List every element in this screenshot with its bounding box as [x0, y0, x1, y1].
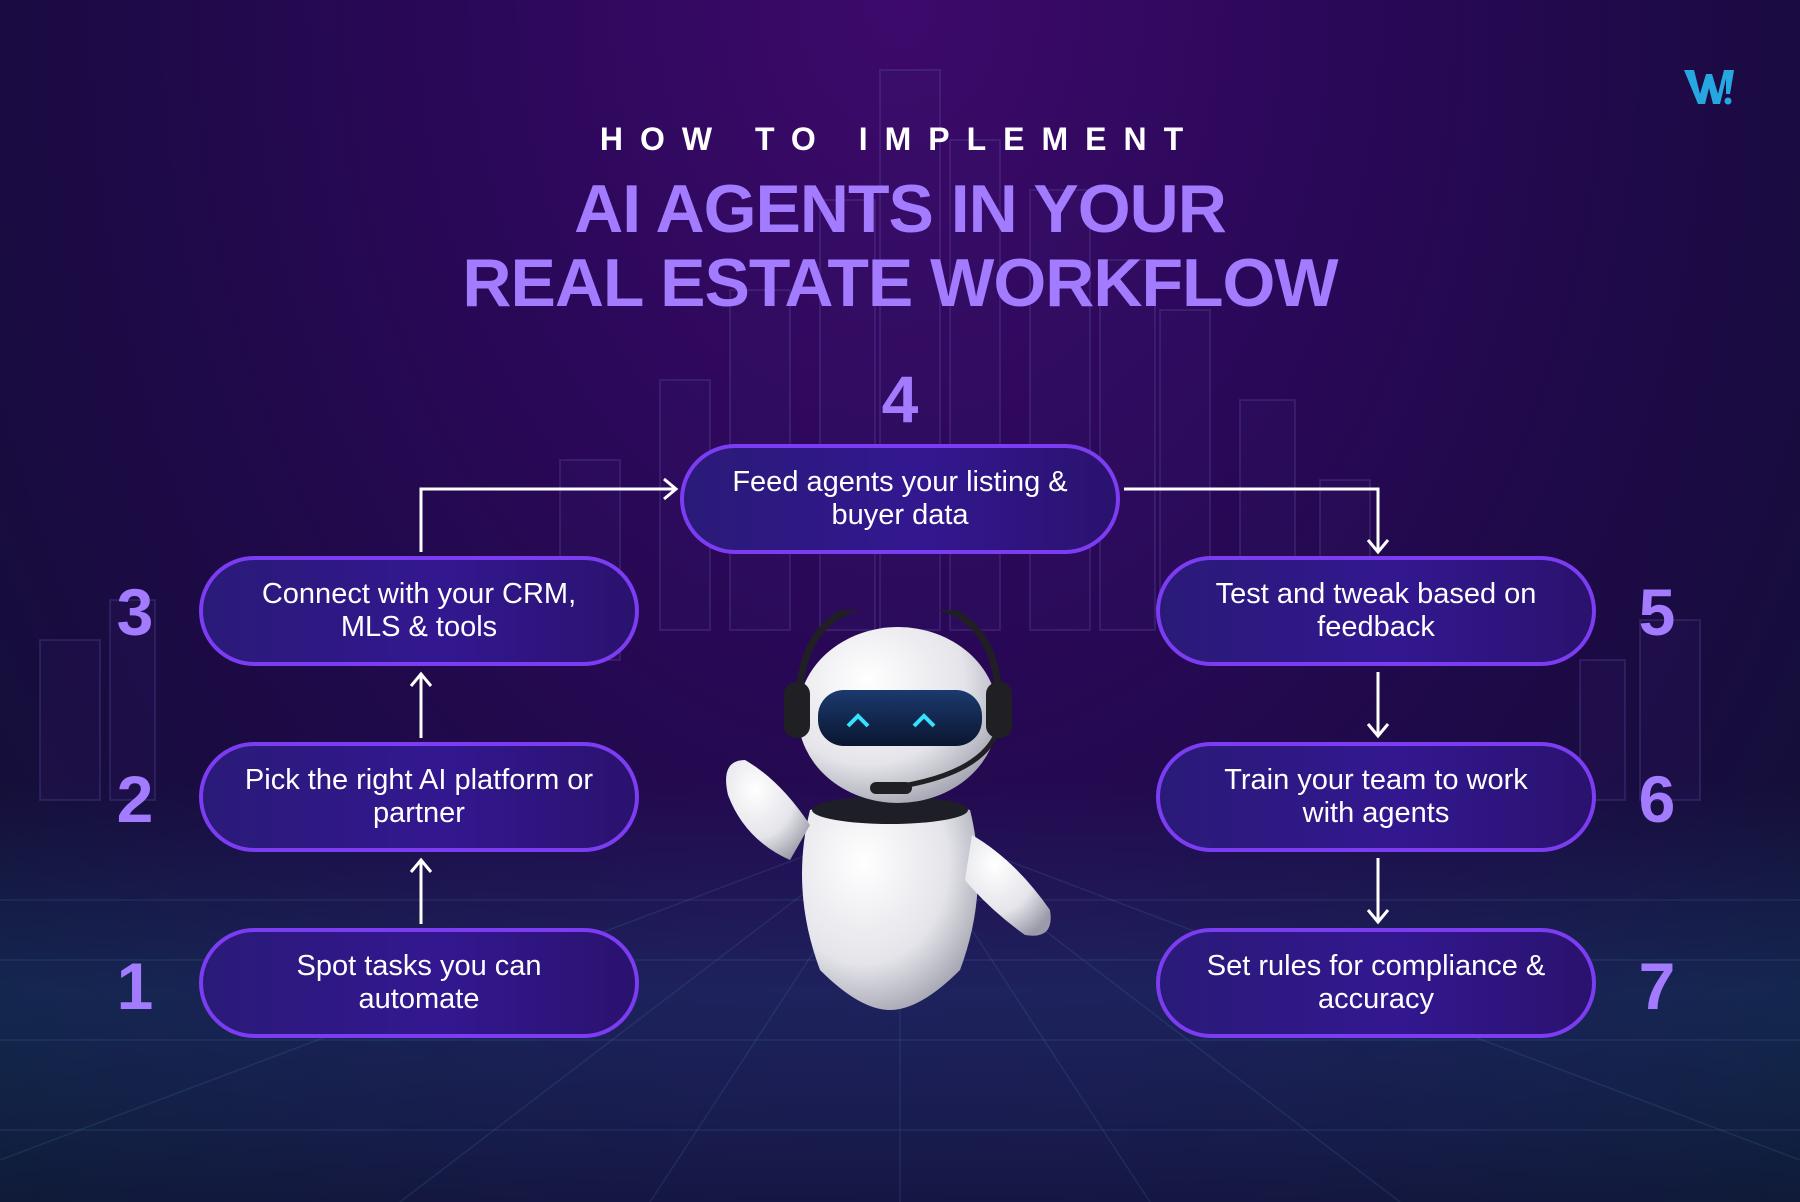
title-line-1: AI AGENTS IN YOUR	[574, 171, 1227, 247]
step-2-pill: Pick the right AI platform or partner	[199, 742, 639, 852]
step-4-pill: Feed agents your listing & buyer data	[680, 444, 1120, 554]
step-3-pill: Connect with your CRM, MLS & tools	[199, 556, 639, 666]
kicker-heading: HOW TO IMPLEMENT	[599, 121, 1201, 157]
arrow-5-to-6	[1366, 672, 1390, 739]
step-number-2: 2	[116, 762, 154, 836]
step-5-pill: Test and tweak based on feedback	[1156, 556, 1596, 666]
step-number-3: 3	[116, 575, 154, 649]
step-number-7: 7	[1638, 949, 1676, 1023]
step-1-pill: Spot tasks you can automate	[199, 928, 639, 1038]
step-number-4: 4	[881, 362, 919, 436]
step-7-pill: Set rules for compliance & accuracy	[1156, 928, 1596, 1038]
step-number-6: 6	[1638, 762, 1676, 836]
arrow-4-to-5	[1124, 487, 1390, 555]
w-logo-icon	[1684, 70, 1734, 105]
step-6-pill: Train your team to work with agents	[1156, 742, 1596, 852]
arrow-1-to-2	[409, 857, 433, 924]
step-number-5: 5	[1638, 575, 1676, 649]
robot-with-headset-icon	[726, 610, 1051, 1010]
step-number-1: 1	[116, 949, 154, 1023]
arrow-3-to-4	[419, 477, 679, 552]
arrow-6-to-7	[1366, 858, 1390, 925]
title-line-2: REAL ESTATE WORKFLOW	[462, 245, 1338, 321]
arrow-2-to-3	[409, 671, 433, 738]
